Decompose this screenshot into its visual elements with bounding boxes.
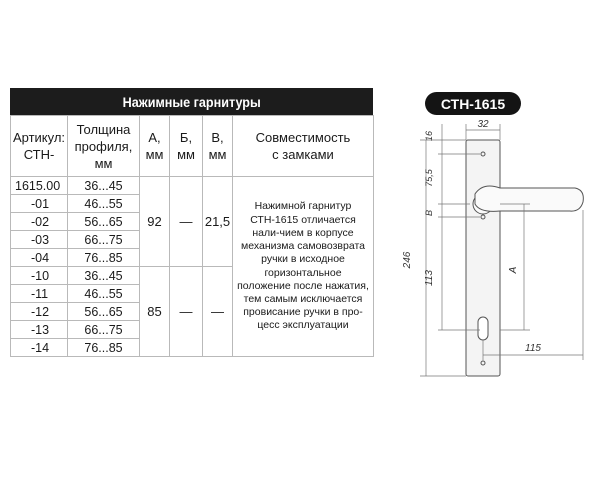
cell-description: Нажимной гарнитур СТН-1615 отличается на… xyxy=(232,176,374,357)
dim-handle: 115 xyxy=(525,343,541,354)
cell-article: -02 xyxy=(10,212,68,231)
cell-thickness: 76...85 xyxy=(67,338,140,357)
dim-upper: 75,5 xyxy=(424,168,434,187)
cell-thickness: 36...45 xyxy=(67,266,140,285)
cell-article: 1615.00 xyxy=(10,176,68,195)
col-compat: Совместимость с замками xyxy=(232,115,374,177)
table-row: -10 36...45 85 — — xyxy=(10,266,374,357)
col-article: Артикул: СТН- xyxy=(10,115,68,177)
model-badge: СТН-1615 xyxy=(425,92,521,115)
dim-width: 32 xyxy=(477,119,489,130)
cell-b: — xyxy=(169,176,203,267)
screw-bottom-icon xyxy=(480,360,486,366)
cell-article: -10 xyxy=(10,266,68,285)
table-title: Нажимные гарнитуры xyxy=(122,93,261,110)
screw-top-icon xyxy=(480,151,486,157)
table-row: -14 76...85 xyxy=(10,338,374,357)
spec-table: Артикул: СТН- Толщина профиля, мм А, мм … xyxy=(10,115,374,357)
dim-height: 246 xyxy=(402,251,413,269)
table-row: 1615.00 36...45 92 — 21,5 Нажимной гарни… xyxy=(10,176,374,357)
cell-thickness: 66...75 xyxy=(67,320,140,339)
dim-top: 16 xyxy=(424,131,434,141)
cell-a: 92 xyxy=(139,176,170,267)
cell-v: 21,5 xyxy=(202,176,233,267)
cell-v: — xyxy=(202,266,233,357)
cell-article: -03 xyxy=(10,230,68,249)
cell-thickness: 76...85 xyxy=(67,248,140,267)
col-v: В, мм xyxy=(202,115,233,177)
lever-handle xyxy=(474,185,584,212)
cell-thickness: 46...55 xyxy=(67,194,140,213)
cell-article: -04 xyxy=(10,248,68,267)
cell-thickness: 36...45 xyxy=(67,176,140,195)
cell-thickness: 46...55 xyxy=(67,284,140,303)
col-a: А, мм xyxy=(139,115,170,177)
table-title-bar: Нажимные гарнитуры xyxy=(10,88,373,115)
cylinder-hole-icon xyxy=(477,316,489,341)
table-header-row: Артикул: СТН- Толщина профиля, мм А, мм … xyxy=(10,115,374,177)
dim-b: В xyxy=(424,210,434,216)
cell-thickness: 56...65 xyxy=(67,212,140,231)
table-row: -03 66...75 xyxy=(10,230,374,249)
cell-article: -11 xyxy=(10,284,68,303)
handle-drawing: 32 246 16 75,5 В 113 А 115 xyxy=(402,119,584,377)
cell-a: 85 xyxy=(139,266,170,357)
cell-thickness: 56...65 xyxy=(67,302,140,321)
cell-thickness: 66...75 xyxy=(67,230,140,249)
col-b: Б, мм xyxy=(169,115,203,177)
cell-article: -13 xyxy=(10,320,68,339)
dim-a: А xyxy=(508,266,519,274)
cell-b: — xyxy=(169,266,203,357)
cell-article: -01 xyxy=(10,194,68,213)
cell-article: -12 xyxy=(10,302,68,321)
dim-lower: 113 xyxy=(424,270,435,286)
model-label: СТН-1615 xyxy=(440,95,506,112)
col-thickness: Толщина профиля, мм xyxy=(67,115,140,177)
table-row: -12 56...65 xyxy=(10,302,374,321)
cell-article: -14 xyxy=(10,338,68,357)
screw-mid-icon xyxy=(480,214,486,220)
